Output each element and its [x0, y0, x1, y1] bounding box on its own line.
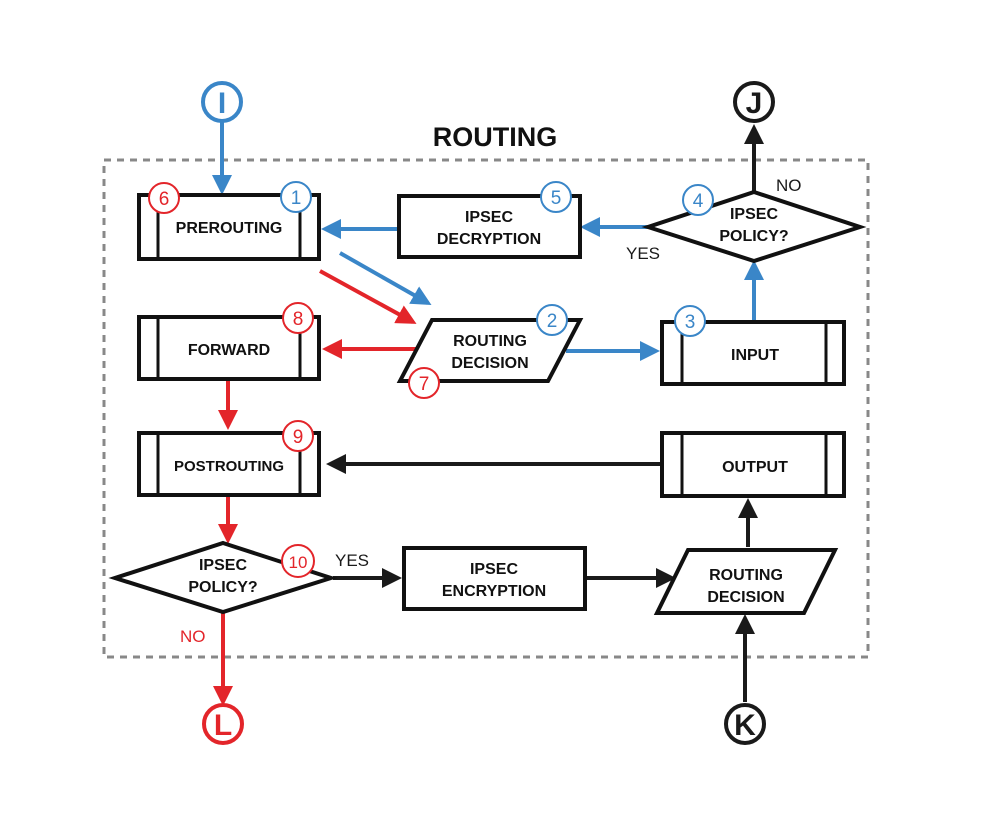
badge-6: 6: [148, 182, 180, 214]
badge-2: 2: [536, 304, 568, 336]
svg-text:J: J: [746, 87, 763, 120]
svg-text:5: 5: [551, 188, 562, 209]
connector-l: L: [202, 703, 244, 745]
svg-text:9: 9: [293, 427, 304, 448]
badge-8: 8: [282, 302, 314, 334]
svg-text:4: 4: [693, 191, 704, 212]
badge-4: 4: [682, 184, 714, 216]
svg-text:ROUTING: ROUTING: [453, 333, 527, 350]
svg-text:IPSEC: IPSEC: [730, 206, 778, 223]
svg-text:I: I: [218, 87, 226, 120]
connector-j: J: [733, 81, 775, 123]
badge-9: 9: [282, 420, 314, 452]
svg-text:10: 10: [289, 553, 308, 572]
diagram-title: ROUTING: [433, 122, 558, 152]
svg-text:POLICY?: POLICY?: [719, 228, 788, 245]
svg-text:K: K: [734, 709, 756, 742]
svg-text:ROUTING: ROUTING: [709, 567, 783, 584]
badge-1: 1: [280, 181, 312, 213]
label-no-top: NO: [776, 176, 802, 195]
badge-7: 7: [408, 367, 440, 399]
svg-text:IPSEC: IPSEC: [465, 209, 513, 226]
svg-text:FORWARD: FORWARD: [188, 342, 270, 359]
svg-text:POSTROUTING: POSTROUTING: [174, 458, 284, 475]
svg-text:OUTPUT: OUTPUT: [722, 459, 788, 476]
label-yes-bottom: YES: [335, 551, 369, 570]
badge-3: 3: [674, 305, 706, 337]
arrow-prerouting-to-decision-blue: [339, 251, 432, 305]
svg-text:ENCRYPTION: ENCRYPTION: [442, 583, 546, 600]
svg-text:6: 6: [159, 189, 170, 210]
svg-text:DECISION: DECISION: [707, 589, 784, 606]
svg-text:L: L: [214, 709, 232, 742]
svg-text:7: 7: [419, 374, 430, 395]
connector-k: K: [724, 703, 766, 745]
svg-text:IPSEC: IPSEC: [199, 557, 247, 574]
svg-text:PREROUTING: PREROUTING: [176, 220, 283, 237]
label-no-bottom: NO: [180, 627, 206, 646]
svg-text:POLICY?: POLICY?: [188, 579, 257, 596]
routing-decision-top: ROUTING DECISION: [396, 318, 584, 383]
svg-text:INPUT: INPUT: [731, 347, 779, 364]
svg-text:8: 8: [293, 309, 304, 330]
svg-text:3: 3: [685, 312, 696, 333]
box-ipsec-encryption: IPSEC ENCRYPTION: [402, 546, 587, 611]
svg-text:1: 1: [291, 188, 302, 209]
svg-text:DECRYPTION: DECRYPTION: [437, 231, 541, 248]
svg-text:DECISION: DECISION: [451, 355, 528, 372]
diamond-ipsec-policy-bottom: IPSEC POLICY?: [108, 540, 338, 615]
badge-5: 5: [540, 181, 572, 213]
svg-text:2: 2: [547, 311, 558, 332]
label-yes-top: YES: [626, 244, 660, 263]
badge-10: 10: [281, 544, 315, 578]
box-output: OUTPUT: [660, 431, 846, 498]
diamond-ipsec-policy-top: IPSEC POLICY?: [641, 189, 867, 264]
routing-boundary: [102, 158, 870, 659]
svg-text:IPSEC: IPSEC: [470, 561, 518, 578]
arrow-prerouting-to-decision-red: [319, 269, 417, 324]
routing-decision-bottom: ROUTING DECISION: [653, 548, 839, 615]
connector-i: I: [201, 81, 243, 123]
